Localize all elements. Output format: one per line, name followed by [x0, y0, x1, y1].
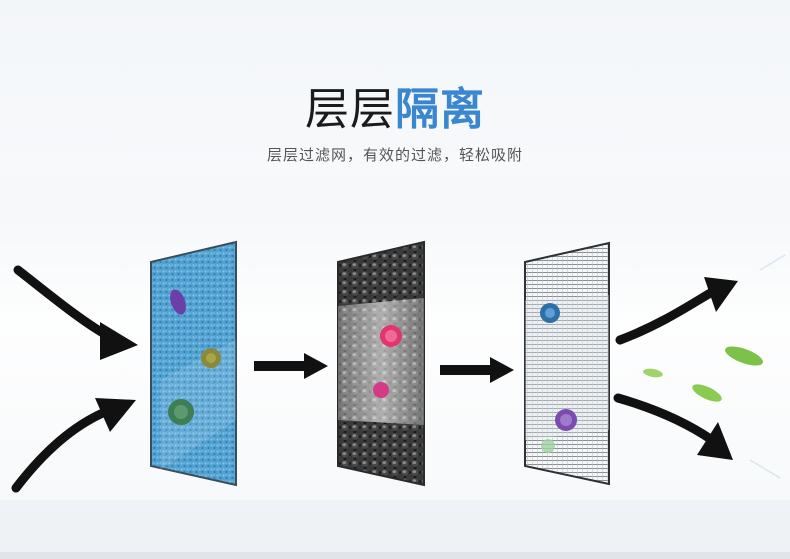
page-subtitle: 层层过滤网，有效的过滤，轻松吸附: [266, 146, 523, 164]
incoming-arrow-icon: [11, 398, 136, 493]
leaf-icon: [643, 368, 663, 378]
incoming-arrow-icon: [13, 265, 138, 360]
leaf-icon: [692, 384, 722, 402]
airflow-lines: [749, 254, 786, 479]
germ-icon: [540, 303, 560, 323]
title-main: 层层: [305, 84, 395, 135]
title-accent: 隔离: [395, 84, 485, 135]
bottom-divider: [0, 552, 790, 559]
germ-icon: [170, 289, 186, 315]
germ-icon: [555, 409, 577, 431]
right-arrow-icon: [440, 357, 514, 383]
hepa-panel: [524, 241, 610, 486]
germ-icon: [380, 325, 402, 347]
carbon-mesh-panel: [337, 240, 425, 487]
right-arrow-icon: [254, 353, 328, 379]
germ-icon: [373, 382, 389, 398]
leaf-icon: [725, 346, 763, 366]
germ-icon: [168, 399, 194, 425]
outgoing-arrow-icon: [615, 277, 738, 345]
outgoing-arrow-icon: [613, 393, 733, 460]
germ-icon: [541, 439, 555, 453]
pre-filter-panel: [150, 240, 237, 487]
page-title: 层层隔离: [0, 84, 790, 136]
germ-icon: [201, 348, 221, 368]
